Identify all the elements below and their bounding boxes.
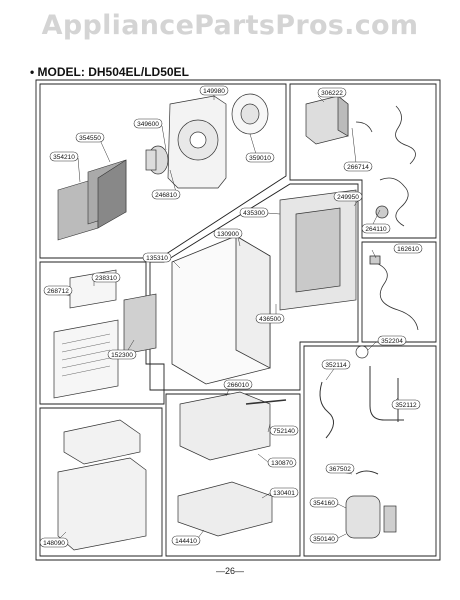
part-label: 130900 [213, 228, 243, 239]
svg-text:130900: 130900 [217, 231, 239, 238]
part-label: 162610 [393, 243, 423, 254]
svg-text:266010: 266010 [227, 382, 249, 389]
part-label: 435300 [239, 207, 269, 218]
wire-harness [355, 105, 416, 227]
svg-text:130401: 130401 [273, 490, 295, 497]
part-label: 354210 [49, 151, 79, 162]
svg-text:246810: 246810 [155, 192, 177, 199]
region-base [165, 393, 301, 557]
part-label: 246810 [151, 189, 181, 200]
rear-grille [279, 189, 357, 311]
front-panel [53, 269, 157, 399]
svg-text:238310: 238310 [95, 275, 117, 282]
part-label: 238310 [91, 272, 121, 283]
part-label: 152300 [107, 349, 137, 360]
part-label: 367502 [325, 463, 355, 474]
svg-text:352112: 352112 [395, 402, 417, 409]
svg-text:268712: 268712 [47, 288, 69, 295]
part-label: 306222 [317, 87, 347, 98]
water-bucket [57, 419, 147, 551]
refrigerant-tubing [319, 366, 404, 475]
svg-text:162610: 162610 [397, 246, 419, 253]
svg-text:152300: 152300 [111, 352, 133, 359]
svg-text:264110: 264110 [365, 226, 387, 233]
part-label: 359010 [245, 152, 275, 163]
part-label: 354550 [75, 132, 105, 143]
part-label: 752140 [269, 425, 299, 436]
part-label: 268712 [43, 285, 73, 296]
part-label: 266714 [343, 161, 373, 172]
part-label: 350140 [309, 533, 339, 544]
region-controls [289, 83, 437, 239]
part-label: 130870 [267, 457, 297, 468]
svg-text:148090: 148090 [43, 540, 65, 547]
part-label: 349600 [133, 118, 163, 129]
part-label: 266010 [223, 379, 253, 390]
motor [145, 145, 169, 175]
svg-text:352114: 352114 [325, 362, 347, 369]
base-tray [177, 391, 287, 537]
model-title: • MODEL: DH504EL/LD50EL [30, 65, 189, 79]
svg-text:306222: 306222 [321, 90, 343, 97]
svg-text:752140: 752140 [273, 428, 295, 435]
svg-text:249950: 249950 [337, 194, 359, 201]
svg-text:354210: 354210 [53, 154, 75, 161]
svg-text:130870: 130870 [271, 460, 293, 467]
svg-text:354550: 354550 [79, 135, 101, 142]
part-label: 436500 [255, 313, 285, 324]
part-label: 135310 [142, 252, 172, 263]
svg-text:352204: 352204 [381, 338, 403, 345]
svg-text:135310: 135310 [146, 255, 168, 262]
part-label: 352204 [377, 335, 407, 346]
outer-frame [35, 79, 441, 561]
svg-text:350140: 350140 [313, 536, 335, 543]
svg-text:435300: 435300 [243, 210, 265, 217]
svg-text:354160: 354160 [313, 500, 335, 507]
fan-wheel [231, 93, 269, 135]
svg-text:436500: 436500 [259, 316, 281, 323]
region-blower [39, 83, 287, 259]
svg-text:367502: 367502 [329, 466, 351, 473]
svg-text:359010: 359010 [249, 155, 271, 162]
control-box [305, 95, 349, 145]
power-cord [369, 255, 419, 331]
part-label: 144410 [171, 535, 201, 546]
svg-text:144410: 144410 [175, 538, 197, 545]
blower-housing [167, 95, 227, 189]
watermark: AppliancePartsPros.com [41, 10, 419, 41]
svg-text:349600: 349600 [137, 121, 159, 128]
part-label: 249950 [333, 191, 363, 202]
part-labels: 149980 349600 354550 354210 246810 35901… [39, 85, 423, 548]
part-label: 352114 [321, 359, 351, 370]
region-compressor [303, 345, 437, 557]
svg-text:149980: 149980 [203, 88, 225, 95]
part-label: 264110 [361, 223, 391, 234]
part-label: 149980 [199, 85, 229, 96]
part-label: 148090 [39, 537, 69, 548]
evaporator-coils [57, 159, 127, 241]
part-label: 354160 [309, 497, 339, 508]
region-cord [361, 241, 437, 343]
compressor [345, 345, 397, 539]
part-label: 352112 [391, 399, 421, 410]
page-number: —26— [215, 566, 244, 576]
cabinet-shell [171, 235, 271, 385]
svg-text:266714: 266714 [347, 164, 369, 171]
part-label: 130401 [269, 487, 299, 498]
region-bucket [39, 407, 163, 557]
